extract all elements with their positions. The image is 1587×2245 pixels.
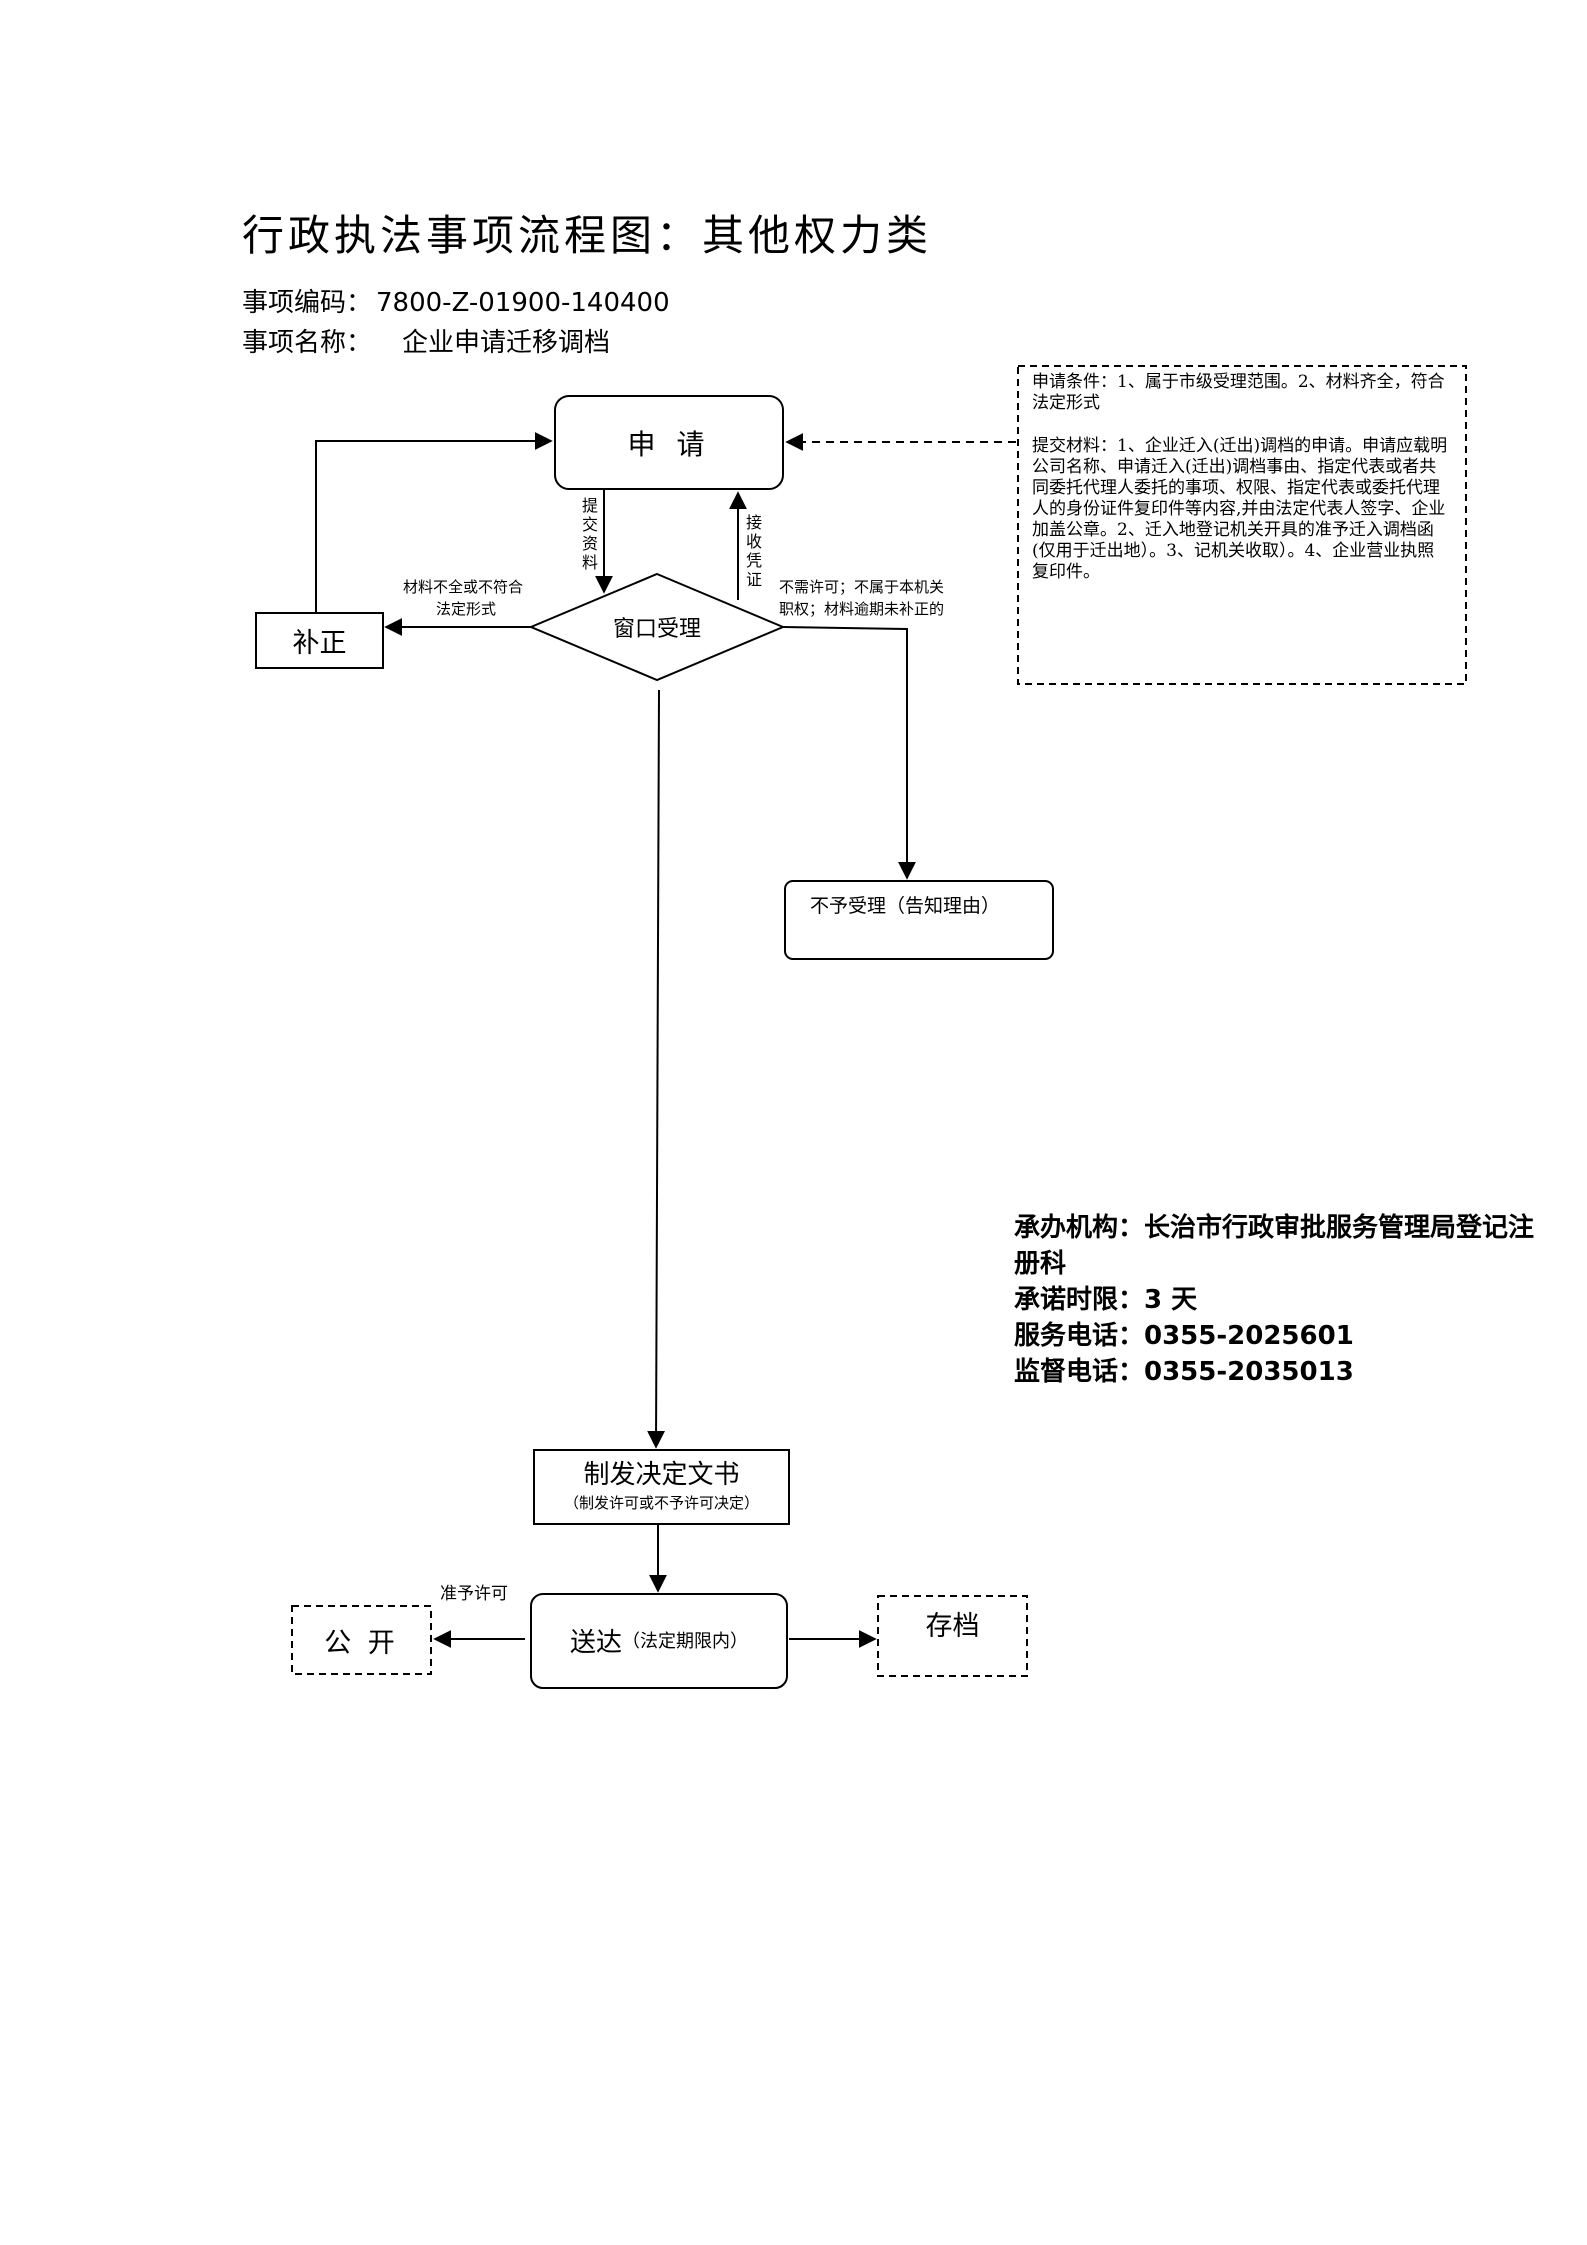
apply-label: 申 请 xyxy=(627,427,711,461)
page-title: 行政执法事项流程图：其他权力类 xyxy=(242,211,933,260)
apply-box xyxy=(554,395,784,490)
info-block: 承办机构：长治市行政审批服务管理局登记注册科 承诺时限：3 天 服务电话：035… xyxy=(1014,1210,1574,1390)
conditions-box xyxy=(1017,365,1467,685)
submit-materials-list: 提交材料：1、企业迁入(迁出)调档的申请。申请应载明公司名称、申请迁入(迁出)调… xyxy=(1032,436,1448,582)
decision-subtitle: （制发许可或不予许可决定） xyxy=(563,1493,759,1512)
service-phone-line: 服务电话：0355-2025601 xyxy=(1014,1321,1354,1351)
apply-conditions: 申请条件：1、属于市级受理范围。2、材料齐全，符合法定形式 xyxy=(1032,372,1445,413)
decision-box xyxy=(533,1449,790,1525)
reject-label: 不予受理（告知理由） xyxy=(810,894,1001,917)
grant-permit-label: 准予许可 xyxy=(440,1584,508,1604)
archive-box xyxy=(877,1595,1028,1677)
supplement-box xyxy=(255,612,384,669)
incomplete-label-line2: 法定形式 xyxy=(436,600,497,618)
window-accept-diamond xyxy=(528,572,786,682)
item-code-label: 事项编码： xyxy=(242,288,373,318)
publish-box xyxy=(291,1605,432,1675)
supplement-loop-arrow xyxy=(315,432,553,613)
reject-box xyxy=(784,880,1054,960)
archive-label: 存档 xyxy=(925,1610,980,1642)
item-name-label: 事项名称： xyxy=(242,328,373,358)
supplement-label: 补正 xyxy=(292,628,347,659)
submit-materials-label: 提交资料 xyxy=(581,496,598,572)
publish-label: 公 开 xyxy=(324,1627,399,1659)
incomplete-label-line1: 材料不全或不符合 xyxy=(403,578,524,596)
no-permit-label-line1: 不需许可；不属于本机关 xyxy=(779,578,945,596)
reject-arrow xyxy=(782,626,916,880)
deliver-main: 送达 xyxy=(569,1627,622,1658)
window-accept-label: 窗口受理 xyxy=(612,617,701,642)
deliver-sub: （法定期限内） xyxy=(622,1631,748,1652)
accept-arrow xyxy=(647,689,666,1449)
item-name-value: 企业申请迁移调档 xyxy=(402,328,611,358)
item-name-row: 事项名称： 企业申请迁移调档 xyxy=(242,322,610,359)
org-line: 承办机构：长治市行政审批服务管理局登记注册科 xyxy=(1014,1213,1535,1279)
deliver-box xyxy=(530,1593,788,1689)
conditions-text: 申请条件：1、属于市级受理范围。2、材料齐全，符合法定形式 提交材料：1、企业迁… xyxy=(1032,372,1450,583)
deadline-line: 承诺时限：3 天 xyxy=(1014,1285,1198,1315)
item-code-value: 7800-Z-01900-140400 xyxy=(376,288,670,318)
decision-title: 制发决定文书 xyxy=(583,1459,740,1490)
supervise-phone-line: 监督电话：0355-2035013 xyxy=(1014,1357,1354,1387)
item-code-row: 事项编码：7800-Z-01900-140400 xyxy=(242,282,670,319)
deliver-label: 送达（法定期限内） xyxy=(531,1621,787,1659)
no-permit-label-line2: 职权；材料逾期未补正的 xyxy=(779,600,945,618)
receive-voucher-label: 接收凭证 xyxy=(745,513,762,589)
